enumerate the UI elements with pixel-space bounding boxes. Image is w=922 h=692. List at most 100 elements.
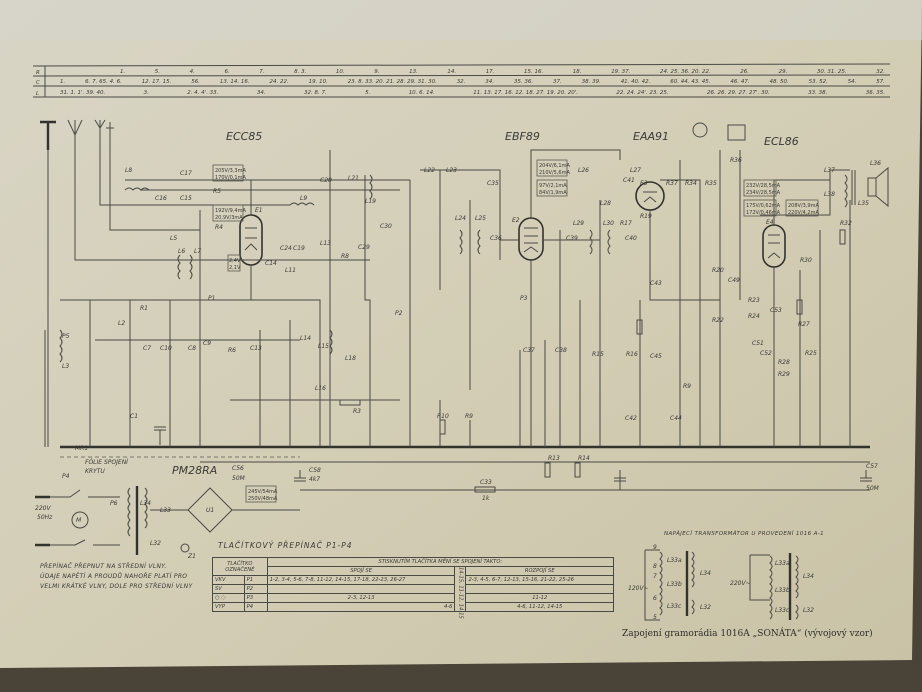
component-label: C45 (650, 353, 662, 360)
inset-left-voltage: 120V~ (628, 585, 649, 592)
r9-value: 1k (482, 495, 490, 502)
scale-strip-entry: 17. (486, 69, 495, 75)
component-label: R1 (140, 305, 148, 312)
component-label: R19 (640, 213, 652, 220)
scale-strip-entry: 35. 36. (514, 79, 533, 85)
svg-text:205V/3,3mA: 205V/3,3mA (215, 168, 246, 174)
switch-table-title: TLAČÍTKOVÝ PŘEPÍNAČ P1-P4 (218, 541, 353, 550)
scale-strip-entry: 5. (155, 69, 160, 75)
component-label: C14 (265, 260, 277, 267)
head-disconnect: ROZPOJÍ SE (465, 566, 614, 576)
component-label: C43 (650, 280, 662, 287)
switch-table: TLAČÍTKO OZNAČENÉ STISKNUTÍM TLAČÍTKA MĚ… (212, 557, 615, 619)
component-label: C17 (180, 170, 192, 177)
component-label: R17 (620, 220, 632, 227)
scale-strip-entry: 10. (336, 69, 345, 75)
svg-text:6: 6 (653, 595, 657, 602)
component-label: L35 (858, 200, 869, 207)
component-label: C51 (752, 340, 764, 347)
component-label: R25 (805, 350, 817, 357)
component-label: R36 (730, 157, 742, 164)
component-label: C30 (380, 223, 392, 230)
component-label: R37 (666, 180, 678, 187)
middle-column: 14-15, 11-12, 14-15 (454, 566, 467, 619)
component-label: C7 (143, 345, 151, 352)
tube-label-ecl86: ECL86 (764, 135, 799, 148)
component-label: R10 (437, 413, 449, 420)
head-main: STISKNUTÍM TLAČÍTKA MĚNÍ SE SPOJENÍ TAKT… (266, 557, 615, 567)
component-label: L25 (475, 215, 486, 222)
scale-strip-entry: 3. (144, 90, 149, 96)
row-label-c: C (36, 80, 40, 86)
c56-value: 50M (232, 475, 246, 482)
component-label: L24 (455, 215, 466, 222)
power-supply (35, 486, 300, 555)
scale-strip-entry: 13. 14. 16. (220, 79, 250, 85)
component-label: C53 (770, 307, 782, 314)
svg-text:9: 9 (653, 544, 657, 551)
component-label: L11 (285, 267, 296, 274)
component-label: Z1 (187, 553, 196, 560)
scale-strip-entry: 33. 38. (808, 90, 827, 96)
svg-text:2,1V: 2,1V (229, 265, 241, 271)
scale-strip-entry: 23. 8. 33. 20. 21. 28. 29. 31. 30. (348, 79, 437, 85)
svg-text:250V/48mA: 250V/48mA (248, 496, 278, 502)
scale-strip-entry: 57. (876, 79, 885, 85)
scale-strip-entry: 7. (259, 69, 264, 75)
transformer-inset: 120V~ 220V~ L33a L33b L33c L34 L32 L33a … (628, 544, 814, 621)
svg-text:L33b: L33b (667, 581, 682, 588)
scale-strip-entry: 34. (485, 79, 494, 85)
component-label: L27 (630, 167, 641, 174)
svg-text:170V/0,1mA: 170V/0,1mA (215, 175, 246, 181)
svg-text:208V/3,9mA: 208V/3,9mA (788, 203, 819, 209)
svg-text:L32: L32 (700, 604, 711, 611)
component-label: L19 (365, 198, 376, 205)
svg-text:97V/2,1mA: 97V/2,1mA (539, 183, 567, 189)
scale-strip-entry: 53. 52. (809, 79, 828, 85)
scale-strip-entry: 4. (190, 69, 195, 75)
component-label: R34 (685, 180, 697, 187)
component-label: C19 (293, 245, 305, 252)
svg-text:L33c: L33c (775, 607, 790, 614)
mains-voltage-label: 220V (35, 505, 51, 512)
c57-value: 50M (866, 485, 880, 492)
component-label: R3 (353, 408, 361, 415)
svg-text:175V/0,62mA: 175V/0,62mA (746, 203, 781, 209)
component-label: L34 (140, 500, 151, 507)
component-label: P1 (208, 295, 215, 302)
component-label: R5 (213, 188, 221, 195)
component-label: C52 (760, 350, 772, 357)
component-label: C38 (555, 347, 567, 354)
component-label: C33 (480, 479, 492, 486)
component-label: C20 (320, 177, 332, 184)
component-label: L36 (870, 160, 881, 167)
paper (0, 0, 922, 668)
scale-strip-entry: 32. (876, 69, 885, 75)
component-label: C29 (358, 244, 370, 251)
component-label: P2 (395, 310, 403, 317)
component-label: C37 (523, 347, 535, 354)
svg-text:L34: L34 (803, 573, 814, 580)
component-label: R6 (228, 347, 236, 354)
component-label: C58 (309, 467, 321, 474)
note-line: VELMI KRÁTKÉ VLNY, DOLE PRO STŘEDNÍ VLNY (40, 583, 193, 590)
transformer-inset-title: NAPÁJECÍ TRANSFORMÁTOR U PROVEDENÍ 1016 … (664, 531, 825, 537)
scale-strip-entry: 13. (409, 69, 418, 75)
scale-strip-entry: 36. 35. (866, 90, 885, 96)
scale-strip-entry: 31. 1. 1'. 39. 40. (60, 90, 105, 96)
note-line: PŘEPÍNAČ PŘEPNUT NA STŘEDNÍ VLNY. (40, 563, 167, 570)
note-line: ÚDAJE NAPĚTÍ A PROUDŮ NAHOŘE PLATÍ PRO (40, 573, 188, 580)
scale-strip-entry: 12. 17. 15. (142, 79, 172, 85)
component-label: C40 (625, 235, 637, 242)
component-label: L2 (118, 320, 125, 327)
component-label: L29 (573, 220, 584, 227)
scale-strip-entry: 9. (374, 69, 379, 75)
scale-strip-entry: 1. (120, 69, 125, 75)
c33-value: 4k7 (309, 476, 320, 483)
scale-strip-entry: 32. (457, 79, 466, 85)
inset-right-voltage: 220V~ (730, 580, 751, 587)
component-label: E2 (512, 217, 520, 224)
